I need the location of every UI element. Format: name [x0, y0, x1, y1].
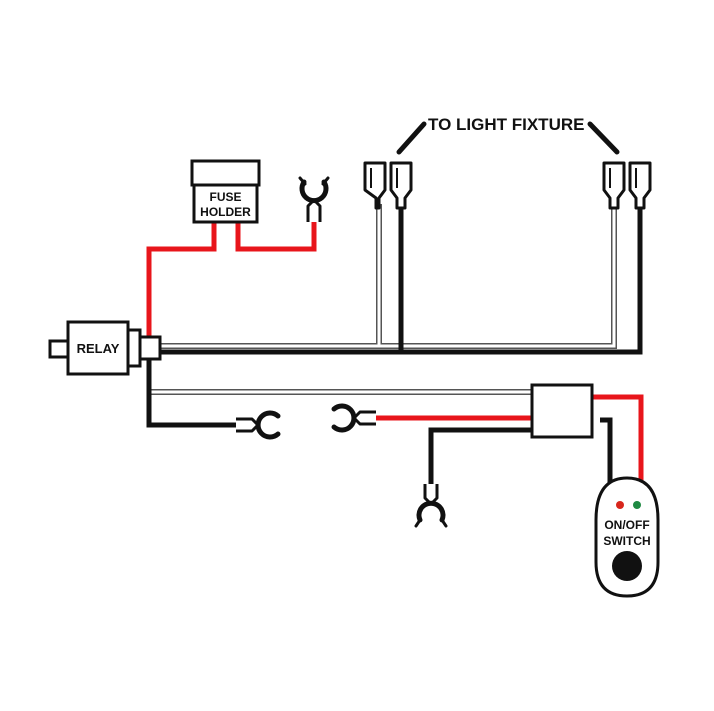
ring-terminal-ground-bottom-icon	[414, 484, 448, 528]
black-wire-switch-to-rocker	[600, 417, 613, 483]
red-wire-switch-to-rocker	[592, 394, 644, 483]
fuse-holder-label-line2: HOLDER	[200, 205, 251, 219]
spade-connector-left-1	[363, 161, 387, 210]
ring-terminal-ground-left-icon	[236, 410, 281, 440]
indicator-red-led	[616, 501, 624, 509]
light-fixture-leader	[396, 121, 620, 155]
white-wires	[148, 204, 617, 395]
switch-label-line2: SWITCH	[603, 534, 650, 548]
black-wire-relay-to-ground	[146, 358, 240, 428]
spade-connector-right-1	[602, 161, 626, 210]
spade-connector-left-2	[389, 161, 413, 210]
indicator-green-led	[633, 501, 641, 509]
switch-label-line1: ON/OFF	[604, 518, 649, 532]
black-wire-relay-to-fixture	[160, 204, 643, 355]
on-off-switch: ON/OFF SWITCH	[594, 476, 660, 598]
fuse-holder: FUSE HOLDER	[190, 159, 261, 224]
spade-connector-right-2	[628, 161, 652, 210]
black-wires	[146, 204, 643, 484]
ring-terminal-battery-icon	[298, 176, 330, 222]
black-wire-switch-to-ground	[428, 427, 532, 484]
relay: RELAY	[48, 320, 162, 376]
white-wire-relay-to-fixture	[160, 204, 617, 349]
red-wires	[146, 222, 644, 483]
red-wire-relay-to-fuse	[146, 222, 217, 336]
switch-button	[612, 551, 642, 581]
ring-terminal-red-icon	[331, 403, 376, 433]
fuse-holder-label-line1: FUSE	[209, 190, 241, 204]
red-wire-fuse-to-battery	[235, 222, 317, 252]
relay-label: RELAY	[77, 341, 120, 356]
light-fixture-label: TO LIGHT FIXTURE	[428, 115, 584, 134]
switch-harness-connector	[530, 383, 594, 439]
